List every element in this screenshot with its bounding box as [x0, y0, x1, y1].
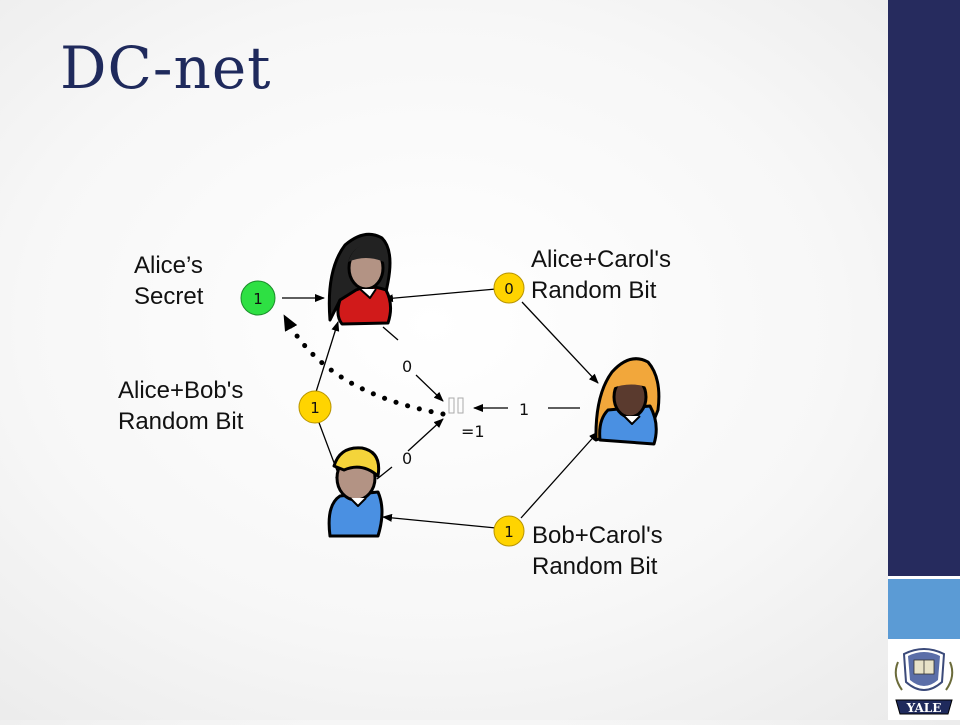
badge-alice-bob: 1 — [298, 390, 332, 424]
alice-carol-label: Alice+Carol's Random Bit — [531, 246, 671, 304]
badge-alice-carol-text: 0 — [504, 280, 514, 298]
arrow-ac-to-carol — [521, 301, 599, 384]
bob-avatar-icon — [327, 446, 384, 538]
arrow-bc-to-carol — [520, 431, 599, 519]
badge-bob-carol: 1 — [493, 515, 525, 547]
badge-bob-carol-text: 1 — [504, 523, 514, 541]
arrow-ac-to-alice — [383, 288, 497, 303]
sidebar-gap-lower — [888, 639, 960, 642]
badge-alice-secret: 1 — [240, 280, 276, 316]
xor-symbol — [448, 397, 464, 414]
arrow-bob-out — [376, 466, 393, 480]
alice-avatar-icon — [327, 232, 393, 326]
badge-alice-secret-text: 1 — [253, 290, 263, 308]
arrow-bob-sum — [407, 418, 444, 452]
alice-output-bit: 0 — [402, 357, 412, 376]
carol-avatar-icon — [594, 357, 661, 446]
arrow-bc-to-bob — [382, 513, 497, 529]
sidebar-gap — [888, 576, 960, 579]
bob-carol-label: Bob+Carol's Random Bit — [532, 522, 663, 580]
xor-result: =1 — [461, 422, 485, 441]
dotted-curve-to-secret — [282, 314, 446, 417]
alice-bob-label: Alice+Bob's Random Bit — [118, 377, 244, 435]
carol-output-bit: 1 — [519, 400, 529, 419]
badge-alice-bob-text: 1 — [310, 399, 320, 417]
dc-net-diagram: 0 0 1 =1 1 1 0 1 — [240, 232, 661, 547]
badge-alice-carol: 0 — [493, 272, 525, 304]
yale-logo: YALE — [888, 642, 960, 720]
sidebar-navy-band — [888, 0, 960, 576]
yale-crest-icon: YALE — [894, 648, 954, 715]
alice-secret-label: Alice’s Secret — [134, 252, 204, 310]
yale-wordmark: YALE — [906, 701, 942, 715]
bob-output-bit: 0 — [402, 449, 412, 468]
sidebar-blue-band — [888, 579, 960, 639]
arrow-ab-to-alice — [315, 321, 340, 393]
slide-title: DC-net — [60, 34, 272, 102]
arrow-alice-out — [382, 326, 399, 341]
sidebar-decoration: YALE — [888, 0, 960, 720]
arrow-alice-sum — [415, 374, 444, 402]
